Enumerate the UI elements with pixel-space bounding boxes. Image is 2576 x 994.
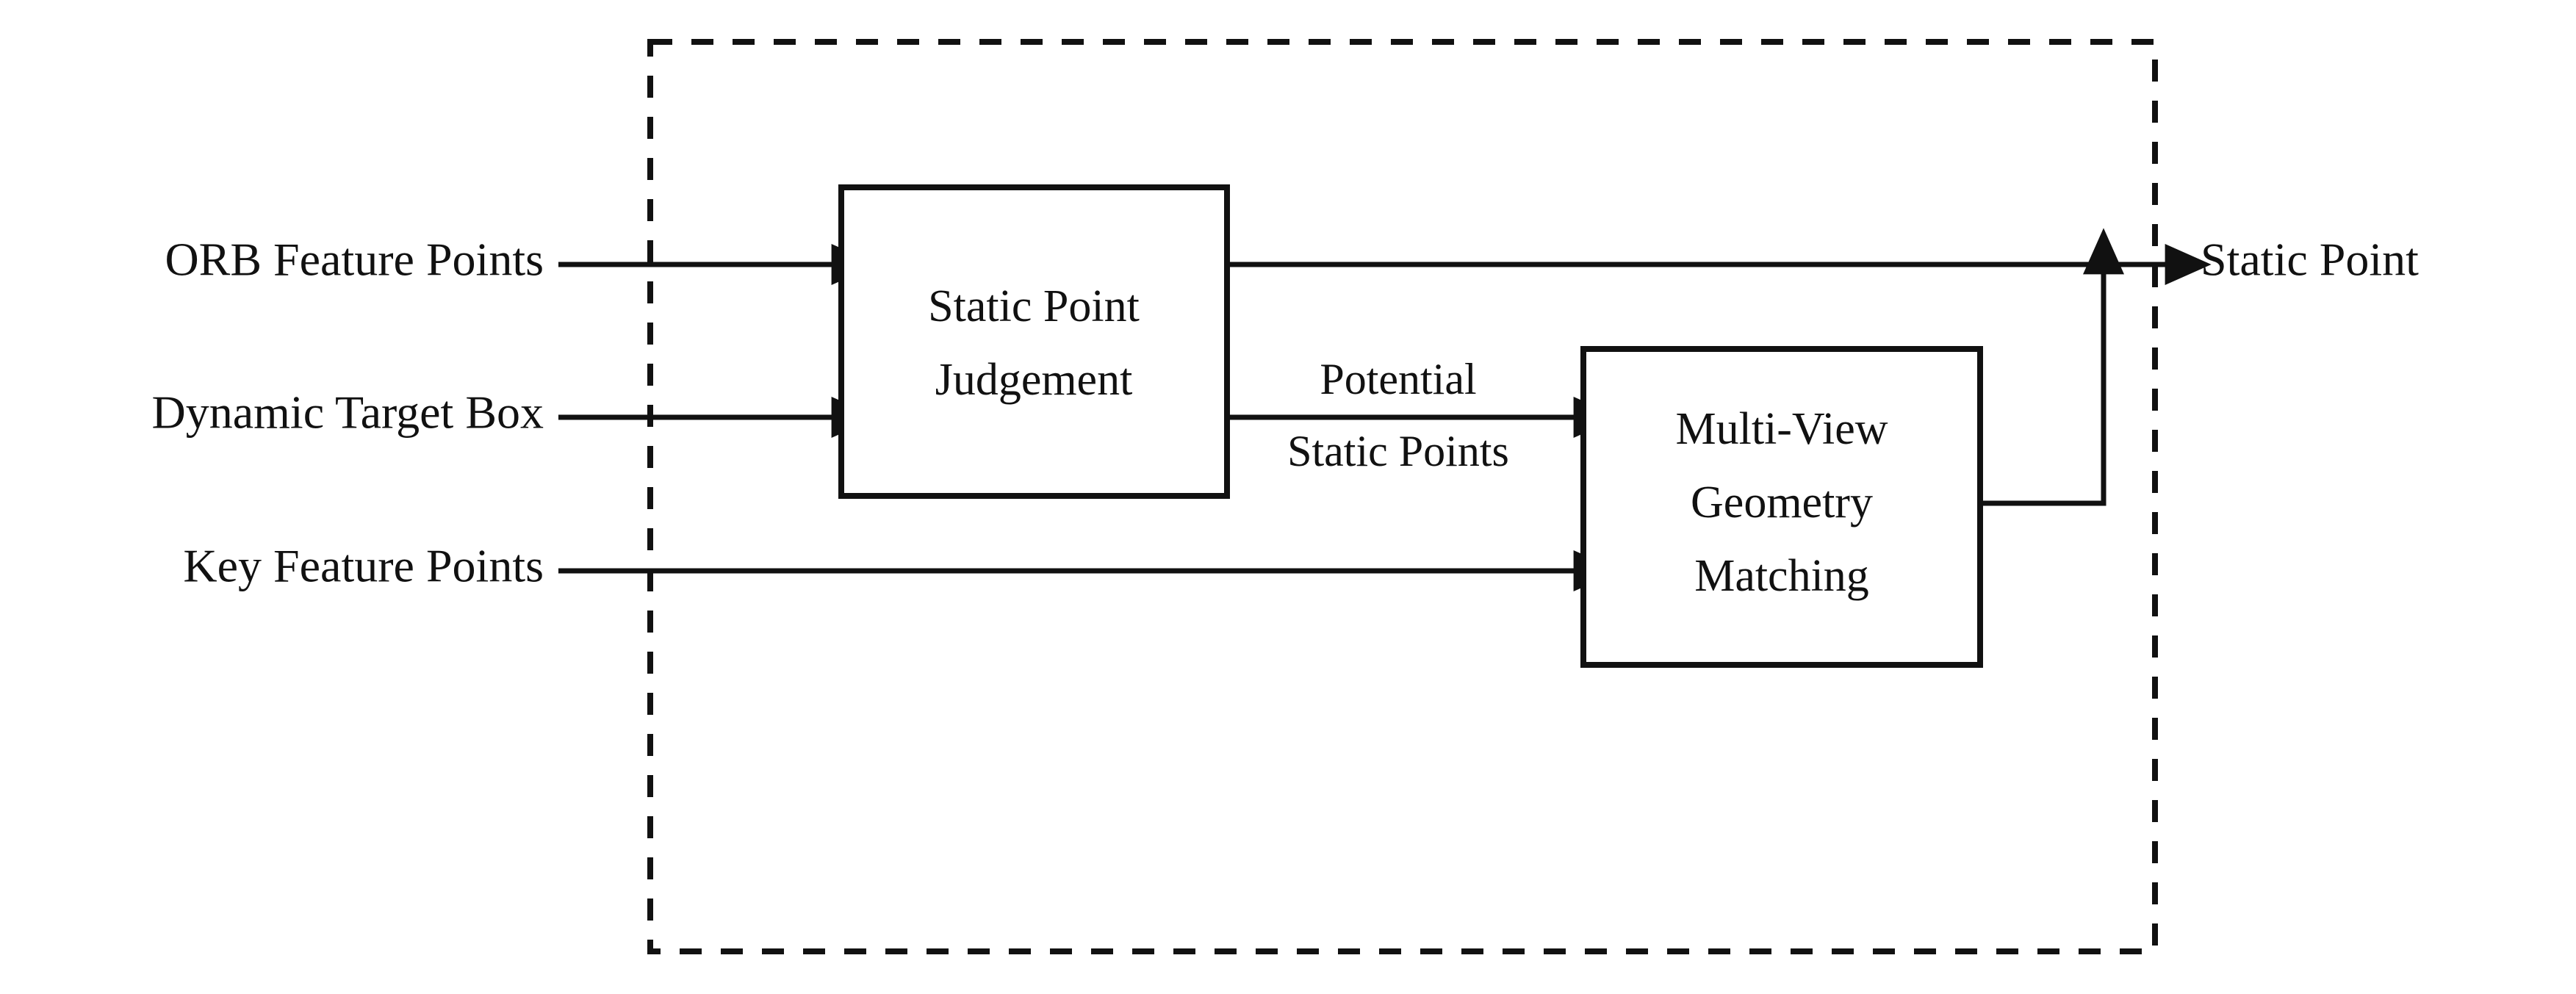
node-label-multi-view-geometry-matching-line3: Matching [1694, 551, 1869, 601]
output-label-static-point: Static Point [2201, 234, 2419, 286]
node-label-multi-view-geometry-matching-line1: Multi-View [1675, 404, 1888, 454]
dashed-module-boundary [647, 39, 2158, 954]
node-label-multi-view-geometry-matching-line2: Geometry [1691, 478, 1873, 527]
node-static-point-judgement[interactable] [838, 184, 1230, 499]
edge-label-potential-static-points-line2: Static Points [1287, 427, 1509, 475]
input-label-orb-feature-points: ORB Feature Points [165, 234, 544, 286]
edge-label-potential-static-points-line1: Potential [1320, 355, 1476, 403]
input-label-dynamic-target-box: Dynamic Target Box [152, 386, 544, 439]
arrow-multi-view-geometry-matching-to-output [1980, 228, 2124, 506]
node-label-static-point-judgement-line1: Static Point [928, 281, 1140, 331]
node-label-static-point-judgement-line2: Judgement [935, 355, 1133, 405]
node-multi-view-geometry-matching[interactable] [1580, 346, 1983, 668]
input-label-key-feature-points: Key Feature Points [183, 540, 544, 592]
